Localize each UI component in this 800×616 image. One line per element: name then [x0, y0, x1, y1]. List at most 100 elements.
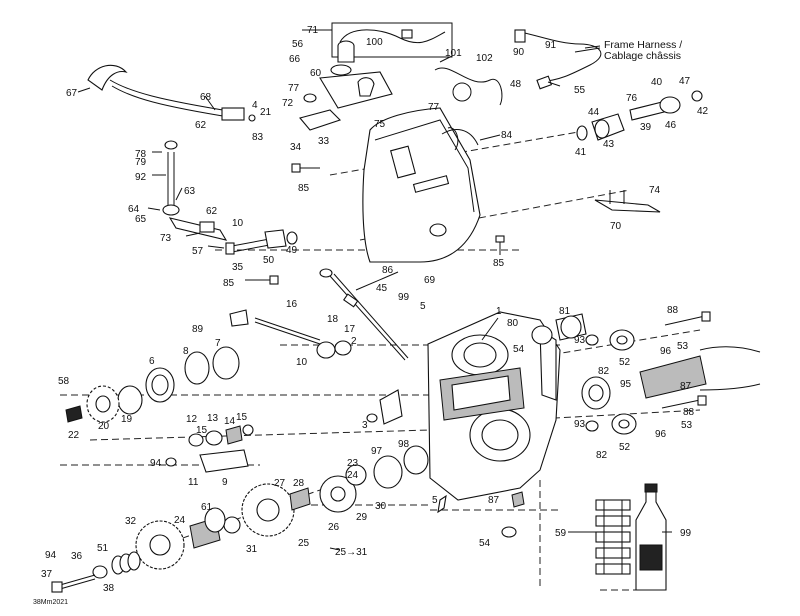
callout-99: 99: [398, 292, 410, 303]
callout-28: 28: [293, 478, 305, 489]
callout-53b: 53: [681, 420, 693, 431]
brake-lever: [87, 64, 256, 122]
callout-59: 59: [555, 528, 567, 539]
callout-55: 55: [574, 85, 586, 96]
callout-57: 57: [192, 246, 204, 257]
callout-81: 81: [559, 306, 571, 317]
callout-63: 63: [184, 186, 196, 197]
callout-84: 84: [501, 130, 513, 141]
chaincase-housing: [379, 311, 561, 501]
callout-25-31: 25→31: [335, 547, 368, 558]
callout-21: 21: [260, 107, 272, 118]
callout-58: 58: [58, 376, 70, 387]
callout-102: 102: [476, 53, 493, 64]
chaincase-cover: [362, 107, 481, 263]
callout-54: 54: [513, 344, 525, 355]
callout-82b: 82: [596, 450, 608, 461]
callout-8: 8: [183, 346, 189, 357]
callout-76: 76: [626, 93, 638, 104]
callout-74: 74: [649, 185, 661, 196]
callout-30: 30: [375, 501, 387, 512]
callout-80: 80: [507, 318, 519, 329]
callout-45: 45: [376, 283, 388, 294]
callout-33: 33: [318, 136, 330, 147]
callout-32: 32: [125, 516, 137, 527]
oil-bottle-99: [635, 483, 667, 591]
callout-65: 65: [135, 214, 147, 225]
callout-87: 87: [680, 381, 692, 392]
callout-27: 27: [274, 478, 286, 489]
callout-100: 100: [366, 37, 383, 48]
callout-92: 92: [135, 172, 147, 183]
dipstick: [319, 268, 409, 361]
callout-51: 51: [97, 543, 109, 554]
callout-6: 6: [149, 356, 155, 367]
callout-52b: 52: [619, 442, 631, 453]
callout-5b: 5: [432, 495, 438, 506]
callout-85c: 85: [493, 258, 505, 269]
callout-98: 98: [398, 439, 410, 450]
callout-41: 41: [575, 147, 587, 158]
callout-22: 22: [68, 430, 80, 441]
callout-24b: 24: [174, 515, 186, 526]
driven-shaft-parts: [576, 90, 703, 141]
callout-4: 4: [252, 100, 258, 111]
callout-93b: 93: [574, 419, 586, 430]
tensioner-parts: [188, 424, 254, 473]
callout-46: 46: [665, 120, 677, 131]
callout-24: 24: [347, 470, 359, 481]
callout-53: 53: [677, 341, 689, 352]
bearing-blocks: [585, 329, 637, 435]
lower-gears: [135, 445, 429, 570]
callout-52: 52: [619, 357, 631, 368]
callout-78: 78: [135, 149, 147, 160]
callout-61: 61: [201, 502, 213, 513]
callout-96b: 96: [655, 429, 667, 440]
callout-7: 7: [215, 338, 221, 349]
callout-66: 66: [289, 54, 301, 65]
callout-9: 9: [222, 477, 228, 488]
chain-59: [595, 499, 631, 575]
callout-19: 19: [121, 414, 133, 425]
callout-16: 16: [286, 299, 298, 310]
callout-labels: 4 21 83 62 68 67 71 56 66 60 77 72 100 1…: [33, 25, 709, 606]
callout-40: 40: [651, 77, 663, 88]
callout-89: 89: [192, 324, 204, 335]
callout-1: 1: [496, 306, 502, 317]
callout-67: 67: [66, 88, 78, 99]
callout-10: 10: [232, 218, 244, 229]
callout-26: 26: [328, 522, 340, 533]
callout-43: 43: [603, 139, 615, 150]
callout-23: 23: [347, 458, 359, 469]
callout-86: 86: [382, 265, 394, 276]
callout-97: 97: [371, 446, 383, 457]
callout-75: 75: [374, 119, 386, 130]
shifter-rod: [162, 140, 228, 241]
bracket-70: [594, 190, 661, 213]
callout-83: 83: [252, 132, 264, 143]
callout-37: 37: [41, 569, 53, 580]
callout-71: 71: [307, 25, 319, 36]
callout-72: 72: [282, 98, 294, 109]
left-gear-train: [65, 346, 240, 423]
callout-88: 88: [667, 305, 679, 316]
callout-44: 44: [588, 107, 600, 118]
callout-18: 18: [327, 314, 339, 325]
callout-62b: 62: [206, 206, 218, 217]
callout-48: 48: [510, 79, 522, 90]
callout-10b: 10: [296, 357, 308, 368]
callout-88b: 88: [683, 407, 695, 418]
callout-69: 69: [424, 275, 436, 286]
callout-93: 93: [574, 335, 586, 346]
diagram-code: 38Mm2021: [33, 599, 68, 606]
callout-39: 39: [640, 122, 652, 133]
callout-49: 49: [286, 245, 298, 256]
callout-73: 73: [160, 233, 172, 244]
callout-64: 64: [128, 204, 140, 215]
callout-94: 94: [150, 458, 162, 469]
callout-13: 13: [207, 413, 219, 424]
callout-29: 29: [356, 512, 368, 523]
callout-11: 11: [188, 477, 199, 488]
